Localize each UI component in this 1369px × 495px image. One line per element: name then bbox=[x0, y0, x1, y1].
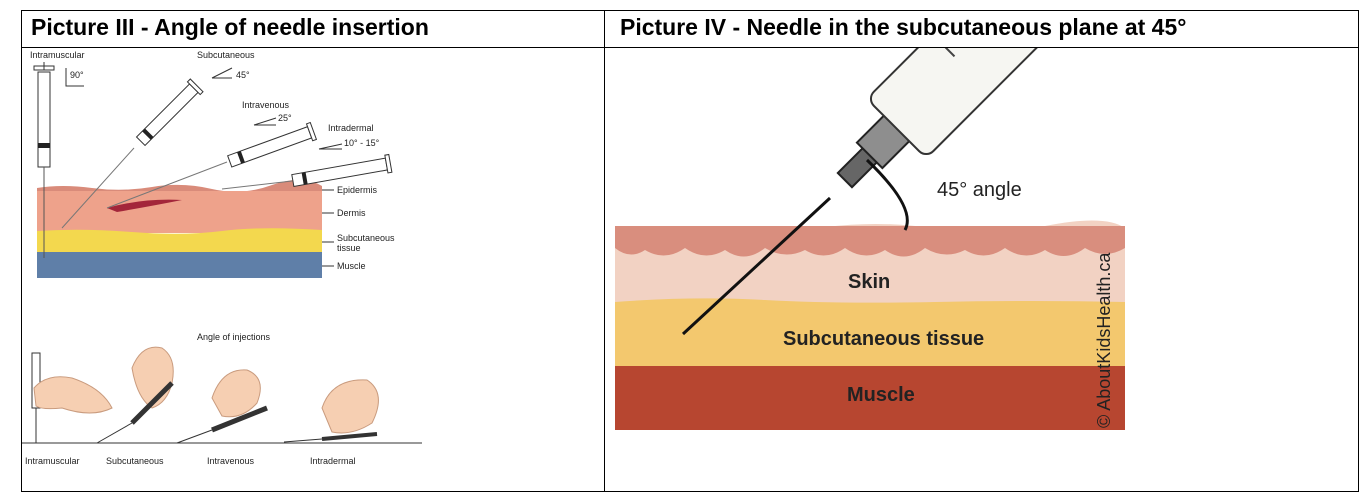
left-panel-title: Picture III - Angle of needle insertion bbox=[31, 14, 429, 41]
subcutaneous-injection-illustration: 45° angle Skin Subcutaneous tissue Muscl… bbox=[605, 48, 1358, 491]
label-subcutaneous-tissue-1: Subcutaneous bbox=[337, 233, 395, 243]
bottom-label-intradermal: Intradermal bbox=[310, 456, 356, 466]
hand-intravenous bbox=[177, 370, 267, 443]
label-muscle: Muscle bbox=[337, 261, 366, 271]
skin-cross-section bbox=[37, 180, 322, 278]
label-intravenous: Intravenous bbox=[242, 100, 290, 110]
muscle-label: Muscle bbox=[847, 384, 915, 406]
angle-label: 45° angle bbox=[937, 179, 1022, 201]
label-intramuscular: Intramuscular bbox=[30, 50, 85, 60]
label-subcutaneous: Subcutaneous bbox=[197, 50, 255, 60]
layer-callouts bbox=[322, 190, 334, 266]
bottom-label-intramuscular: Intramuscular bbox=[25, 456, 80, 466]
watermark: © AboutKidsHealth.ca bbox=[1094, 252, 1114, 428]
hand-intramuscular bbox=[32, 353, 112, 443]
subcutaneous-label: Subcutaneous tissue bbox=[783, 328, 984, 350]
hand-intradermal bbox=[284, 380, 378, 442]
label-dermis: Dermis bbox=[337, 208, 366, 218]
label-intradermal: Intradermal bbox=[328, 123, 374, 133]
label-intramuscular-angle: 90° bbox=[70, 70, 84, 80]
label-epidermis: Epidermis bbox=[337, 185, 378, 195]
skin-label: Skin bbox=[848, 271, 890, 293]
bottom-label-subcutaneous: Subcutaneous bbox=[106, 456, 164, 466]
dermis-layer bbox=[37, 191, 322, 233]
label-angle-of-injections: Angle of injections bbox=[197, 332, 271, 342]
bottom-label-intravenous: Intravenous bbox=[207, 456, 255, 466]
needle-angles-diagram: Intramuscular 90° Subcutaneous 45° Intra… bbox=[22, 48, 603, 491]
label-intradermal-angle: 10° - 15° bbox=[344, 138, 380, 148]
label-subcutaneous-angle: 45° bbox=[236, 70, 250, 80]
right-panel-title: Picture IV - Needle in the subcutaneous … bbox=[620, 14, 1186, 41]
angle-arc bbox=[867, 160, 907, 230]
label-subcutaneous-tissue-2: tissue bbox=[337, 243, 361, 253]
hand-subcutaneous bbox=[97, 347, 173, 443]
label-intravenous-angle: 25° bbox=[278, 113, 292, 123]
muscle-layer bbox=[37, 252, 322, 278]
